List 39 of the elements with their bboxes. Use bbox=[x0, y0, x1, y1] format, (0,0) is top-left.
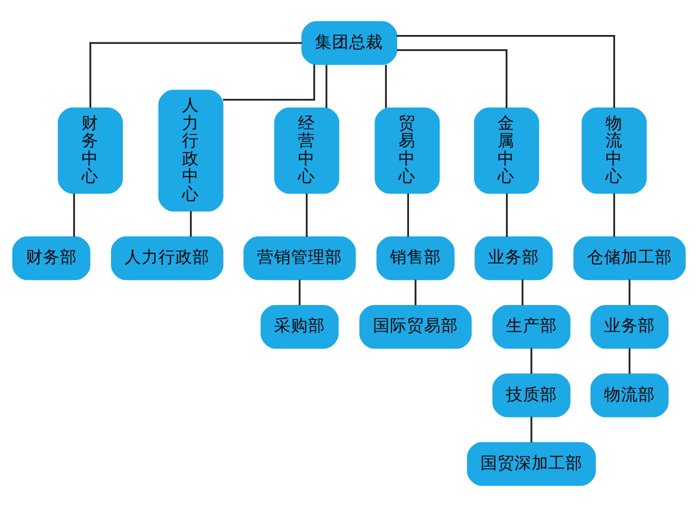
node-box: 国际贸易部 bbox=[359, 304, 472, 349]
connector bbox=[414, 280, 416, 306]
node-box: 金属中心 bbox=[474, 107, 540, 194]
node-box: 财务中心 bbox=[58, 107, 123, 194]
node-box: 贸易中心 bbox=[374, 107, 440, 194]
connector bbox=[306, 193, 308, 237]
connector bbox=[89, 42, 302, 108]
connector bbox=[530, 416, 532, 442]
node-box: 采购部 bbox=[260, 304, 339, 349]
node-box: 业务部 bbox=[474, 236, 553, 280]
node-box: 人力行政部 bbox=[111, 236, 224, 280]
connector bbox=[190, 211, 192, 237]
connector bbox=[222, 64, 316, 101]
node-box: 经营中心 bbox=[274, 107, 340, 194]
connector bbox=[628, 280, 630, 306]
node-box: 销售部 bbox=[376, 236, 455, 280]
connector bbox=[407, 193, 410, 237]
node-box: 人力行政中心 bbox=[158, 90, 224, 212]
connector bbox=[396, 49, 508, 108]
connector bbox=[298, 280, 301, 306]
node-box: 物流中心 bbox=[582, 107, 647, 194]
node-box: 国贸深加工部 bbox=[466, 442, 596, 486]
node-box: 财务部 bbox=[12, 236, 90, 280]
connector bbox=[73, 193, 75, 237]
connector bbox=[628, 348, 630, 374]
node-box: 物流部 bbox=[590, 374, 669, 418]
connector bbox=[385, 64, 387, 108]
node-box: 集团总裁 bbox=[301, 21, 398, 65]
connector bbox=[506, 193, 508, 237]
node-box: 生产部 bbox=[492, 304, 570, 349]
connector bbox=[326, 64, 328, 108]
connector bbox=[613, 193, 616, 237]
node-box: 业务部 bbox=[590, 304, 669, 349]
node-box: 技质部 bbox=[492, 374, 570, 418]
node-box: 仓储加工部 bbox=[573, 236, 686, 280]
connector bbox=[522, 280, 524, 306]
connector bbox=[530, 348, 532, 374]
connector bbox=[396, 35, 616, 108]
node-box: 营销管理部 bbox=[243, 236, 356, 280]
